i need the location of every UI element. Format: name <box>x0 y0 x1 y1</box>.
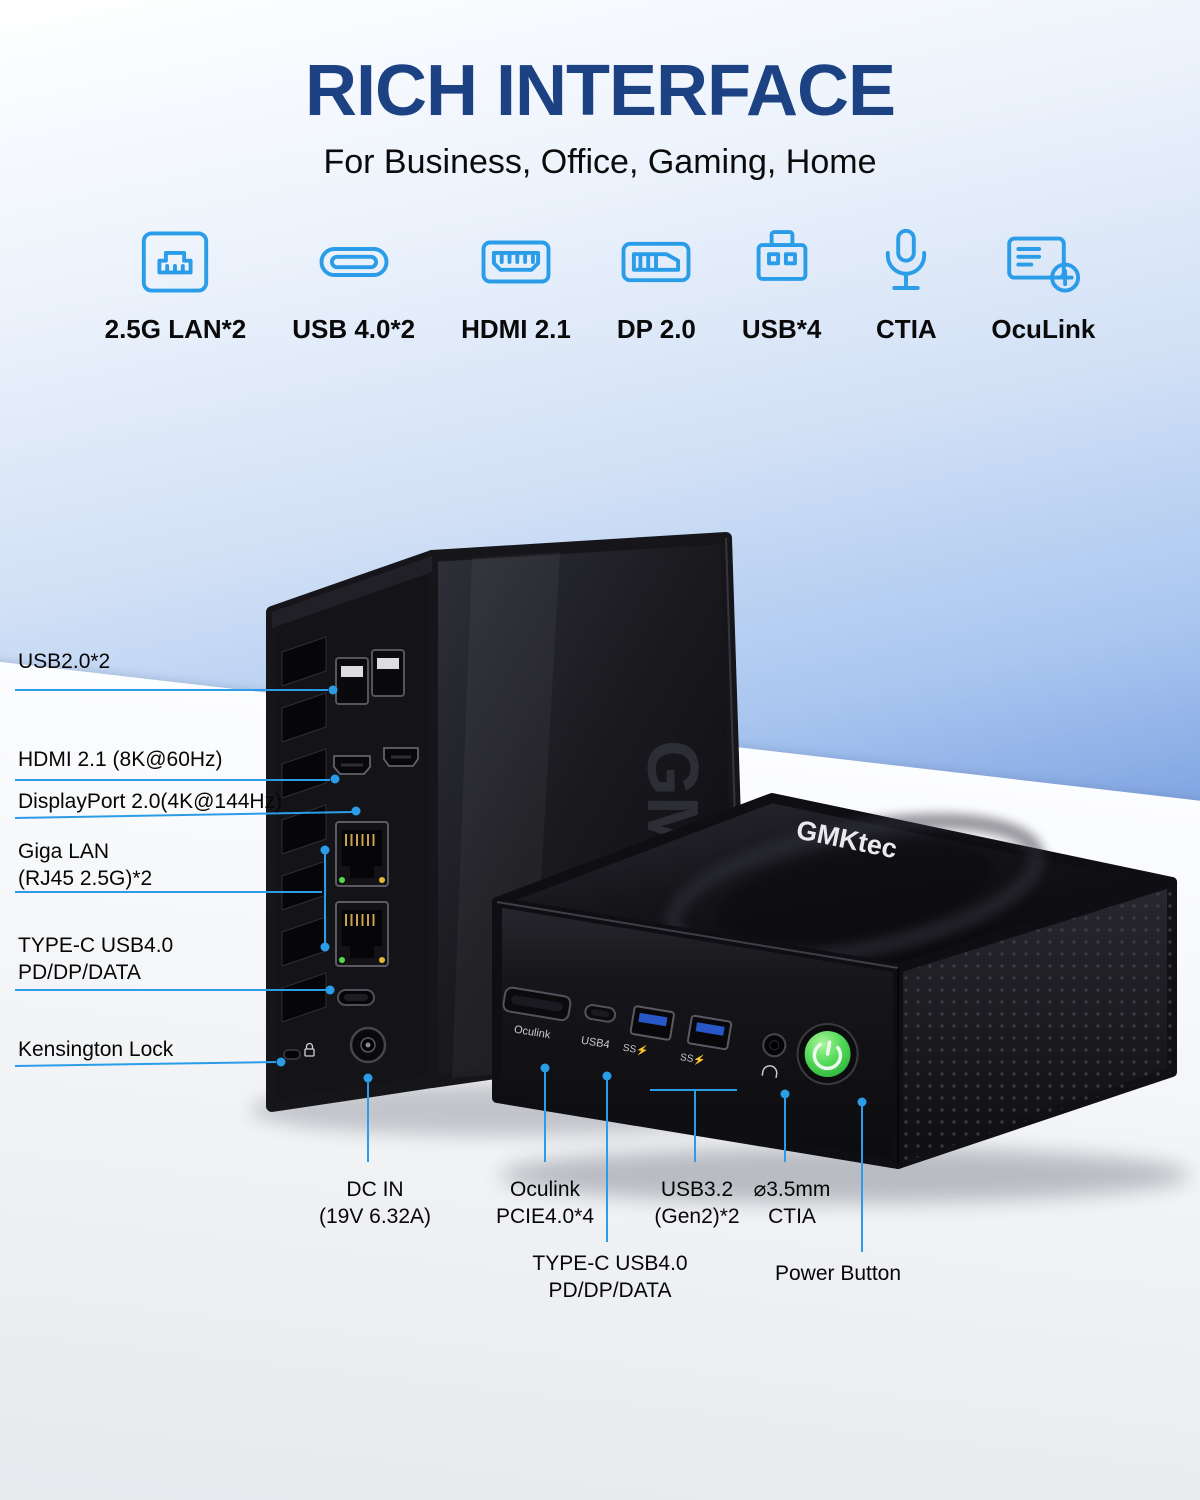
kensington-lock-slot <box>283 1042 315 1060</box>
usb2-ports <box>335 649 405 705</box>
audio-jack <box>761 1033 787 1079</box>
feature-label: HDMI 2.1 <box>461 314 571 344</box>
feature-dp: DP 2.0 <box>617 228 696 345</box>
feature-label: OcuLink <box>991 314 1096 344</box>
feature-label: USB 4.0*2 <box>292 314 416 344</box>
oculink-port <box>502 986 572 1022</box>
callout-dc-in: DC IN (19V 6.32A) <box>318 1178 432 1228</box>
callout-type-c-front: TYPE-C USB4.0 PD/DP/DATA <box>532 1252 688 1302</box>
mini-pc-front-view: GMKtec Oculink USB4 <box>492 793 1177 1169</box>
rear-top-edge <box>272 556 432 628</box>
oculink-icon <box>1007 236 1081 293</box>
oculink-port-label: Oculink <box>513 1024 552 1042</box>
usb4-type-c-port <box>584 1004 617 1023</box>
feature-oculink: OcuLink <box>991 228 1095 345</box>
power-button <box>796 1023 859 1086</box>
callout-kensington-lock: Kensington Lock <box>18 1038 174 1061</box>
mic-icon <box>886 228 927 290</box>
callout-hdmi: HDMI 2.1 (8K@60Hz) <box>18 748 223 771</box>
usb3-port-1 <box>629 1005 675 1041</box>
top-face-sheen <box>665 813 1045 967</box>
feature-label: 2.5G LAN*2 <box>104 314 247 344</box>
shadow-front-unit <box>500 1147 1190 1203</box>
feature-label: DP 2.0 <box>616 314 696 344</box>
callout-usb32: USB3.2 (Gen2)*2 <box>654 1178 740 1228</box>
feature-ctia: CTIA <box>867 228 945 345</box>
feature-label: USB*4 <box>741 314 822 344</box>
dc-in-jack <box>349 1026 387 1064</box>
feature-usba: USB*4 <box>742 228 821 345</box>
usb-c-icon <box>319 247 389 277</box>
callout-usb2: USB2.0*2 <box>18 650 111 673</box>
feature-usb4: USB 4.0*2 <box>292 228 415 345</box>
usb3-port-2 <box>686 1014 733 1051</box>
callout-oculink: Oculink PCIE4.0*4 <box>495 1178 595 1228</box>
feature-row: 2.5G LAN*2 USB 4.0*2 HDMI 2.1 DP 2.0 <box>0 228 1200 345</box>
feature-hdmi: HDMI 2.1 <box>461 228 571 345</box>
callout-dots <box>276 685 867 1107</box>
page-subtitle: For Business, Office, Gaming, Home <box>323 143 877 181</box>
front-port-row: Oculink USB4 SS⚡ SS⚡ <box>502 986 859 1086</box>
usb-c-rear-port <box>337 989 375 1006</box>
lan-icon <box>142 231 209 293</box>
feature-label: CTIA <box>876 314 937 344</box>
headset-glyph <box>761 1065 778 1079</box>
lan-port-1 <box>335 821 389 887</box>
usb4-port-label: USB4 <box>580 1035 610 1052</box>
callout-displayport: DisplayPort 2.0(4K@144Hz) <box>18 790 283 813</box>
dp-icon <box>621 241 691 283</box>
usb-a-icon <box>756 230 807 281</box>
callout-power-button: Power Button <box>774 1262 902 1285</box>
usb-ss-mark: SS⚡ <box>622 1041 650 1058</box>
usb-ss-mark: SS⚡ <box>679 1050 707 1067</box>
side-vent-holes <box>898 882 1172 1164</box>
page-title: RICH INTERFACE <box>304 51 896 131</box>
callout-giga-lan: Giga LAN (RJ45 2.5G)*2 <box>18 840 153 890</box>
callout-ctia-jack: ⌀3.5mm CTIA <box>753 1178 831 1228</box>
lan-port-2 <box>335 901 389 967</box>
callout-lines <box>14 689 863 1252</box>
callout-type-c-rear: TYPE-C USB4.0 PD/DP/DATA <box>18 934 174 984</box>
hdmi-icon <box>481 240 551 284</box>
feature-lan: 2.5G LAN*2 <box>104 228 247 345</box>
